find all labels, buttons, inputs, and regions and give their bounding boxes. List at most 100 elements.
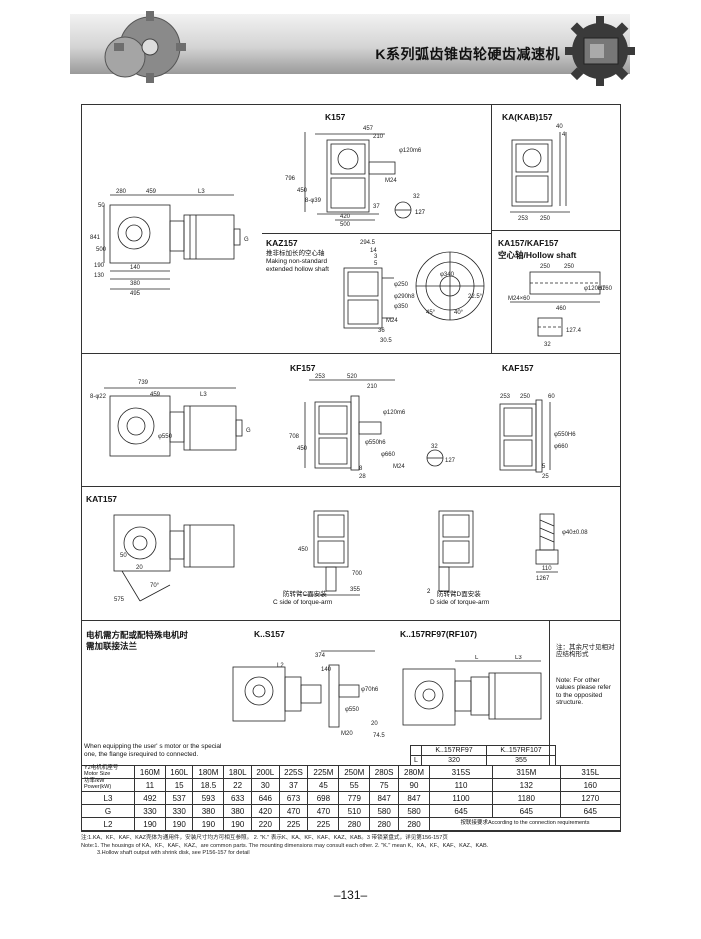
dim-ks-20: 20 [371, 721, 378, 727]
page-title: K系列弧齿锥齿轮硬齿减速机 [375, 46, 560, 62]
spec-table: Y2电机机座号 Motor Size 160M 160L 180M 180L 2… [81, 765, 622, 831]
dim-kaz-40deg: 40° [454, 310, 464, 316]
l3-cell: 1270 [559, 791, 622, 805]
dim-krf-l3: L3 [515, 655, 522, 661]
dim-k157-210: 210 [373, 134, 384, 140]
g-cell: 645 [428, 804, 494, 818]
dim-ks-m20: M20 [341, 731, 353, 737]
dim-kat-110: 110 [542, 566, 552, 572]
l2-cell: 280 [338, 817, 371, 831]
kf157-side-drawing: 739 8-φ22 459 L3 φ550 G [90, 380, 251, 457]
dim-kaz-5: 5 [374, 261, 378, 267]
ks-note-cn1: 电机需方配或配特殊电机时 [86, 630, 189, 640]
ks-note-cn2: 需加联接法兰 [86, 641, 138, 651]
dim-kab-250: 250 [540, 216, 551, 222]
dim-ka-250a: 250 [540, 264, 551, 270]
power-cell: 75 [369, 778, 400, 792]
dim-k157-495: 495 [130, 291, 141, 297]
dim-kf-253: 253 [315, 374, 326, 380]
power-cell: 132 [492, 778, 561, 792]
l2-cell: 190 [192, 817, 225, 831]
l2-cell: 190 [134, 817, 166, 831]
kaz157-drawing: 294.5 14 3 5 φ290h8 φ250 φ350 M24 36 30.… [343, 240, 485, 344]
motor-cell: 315M [492, 765, 561, 779]
power-cell: 55 [338, 778, 371, 792]
dim-k157-459: 459 [146, 189, 157, 195]
dim-k157-g: G [244, 237, 249, 243]
g-cell: 470 [307, 804, 340, 818]
motor-cell: 280S [369, 765, 400, 779]
gear-graphic-left [104, 11, 186, 83]
dim-kf-m24: M24 [393, 464, 405, 470]
motor-cell: 160L [164, 765, 194, 779]
l2-note-cell: 按联接要求According to the connection require… [428, 817, 622, 831]
l2-cell: 220 [250, 817, 280, 831]
dim-k157-450: 450 [297, 188, 308, 194]
dim-k157-796: 796 [285, 176, 296, 182]
dim-kaz-250: φ250 [394, 282, 409, 288]
spec-row-motor: Y2电机机座号 Motor Size 160M 160L 180M 180L 2… [81, 765, 622, 779]
g-cell: 470 [278, 804, 309, 818]
dim-k157-127: 127 [415, 210, 425, 216]
ks157-drawing: 374 140 L2 φ70h6 φ550 M20 20 74.5 [232, 650, 385, 739]
kaf157-drawing: 253 250 60 φ550H6 φ660 5 25 [499, 394, 576, 480]
dim-kf-520: 520 [347, 374, 358, 380]
footnote-en: Note:1. The housings of KA、KF、KAF、KAZ、ar… [81, 842, 489, 849]
dim-k157-500b: 500 [96, 247, 107, 253]
dim-k157-130: 130 [94, 273, 105, 279]
dim-kaf-660: φ660 [554, 444, 569, 450]
dim-kf-l3: L3 [200, 392, 207, 398]
spec-row-l2: L2 190 190 190 190 220 225 225 280 280 2… [81, 817, 622, 831]
l3-cell: 847 [369, 791, 400, 805]
dim-kf-450: 450 [297, 446, 308, 452]
section-title-ka157: KA157/KAF157 [498, 238, 559, 248]
motor-note-line1: When equipping the user' s motor or the … [84, 743, 222, 750]
dim-kaz-45deg: 45° [426, 310, 436, 316]
dim-kf-739: 739 [138, 380, 149, 386]
footnote-cn: 注:1.KA、KF、KAF、KAZ壳体为通用件，安装尺寸均方可相互参照。 2. … [81, 835, 449, 841]
dim-kat-355: 355 [350, 587, 361, 593]
section-title-kat157: KAT157 [86, 494, 118, 504]
l-table-row-label: L [410, 755, 422, 766]
kat157-side-drawing: 50 20 70° 575 [113, 514, 235, 603]
dim-kaf-253: 253 [500, 394, 511, 400]
dim-kat-20: 20 [136, 565, 143, 571]
dim-k157-50: 50 [98, 203, 105, 209]
g-cell: 645 [559, 804, 622, 818]
power-cell: 37 [278, 778, 309, 792]
section-title-kaf157: KAF157 [502, 363, 534, 373]
dim-kaz-294: 294.5 [360, 240, 376, 246]
motor-cell: 180L [223, 765, 252, 779]
dim-kf-459: 459 [150, 392, 161, 398]
l2-cell: 225 [307, 817, 340, 831]
spec-row-l3: L3 492 537 593 633 646 673 698 779 847 8… [81, 791, 622, 805]
section-title-kf157: KF157 [290, 363, 316, 373]
dim-k157-500: 500 [340, 222, 351, 228]
dim-kab-4: 4 [562, 132, 566, 138]
dim-kaz-3: 3 [374, 254, 378, 260]
dim-k157-457: 457 [363, 126, 374, 132]
footnote-en-3: 3.Hollow shaft output with shrink disk, … [97, 850, 250, 857]
g-cell: 330 [134, 804, 166, 818]
motor-cell: 160M [134, 765, 166, 779]
motor-cell: 315S [428, 765, 494, 779]
krf-side-note-cn: 注：其余尺寸见相对应结构形式 [556, 644, 615, 659]
motor-size-label: Y2电机机座号 [84, 765, 119, 772]
krf-drawing: L L3 [402, 655, 542, 726]
dim-kf-8: 8 [359, 466, 363, 472]
motor-cell: 225S [278, 765, 309, 779]
l3-cell: 847 [398, 791, 430, 805]
l3-cell: 1180 [492, 791, 561, 805]
section-title-k157: K157 [325, 112, 346, 122]
l-table-value-rf107: 355 [486, 755, 556, 766]
l2-cell: 280 [369, 817, 400, 831]
dim-kat-50: 50 [120, 553, 127, 559]
power-cell: 90 [398, 778, 430, 792]
power-label-en: Power(kW) [84, 784, 112, 790]
dim-kaz-14: 14 [370, 248, 377, 254]
power-cell: 15 [164, 778, 194, 792]
dim-kaz-290: φ290h8 [394, 294, 415, 300]
k157-front-drawing: 457 210 φ120m6 796 450 8-φ39 M24 420 500… [285, 126, 425, 228]
kaz-note-cn: 推非标加长的空心轴 [266, 250, 325, 257]
g-cell: 510 [338, 804, 371, 818]
